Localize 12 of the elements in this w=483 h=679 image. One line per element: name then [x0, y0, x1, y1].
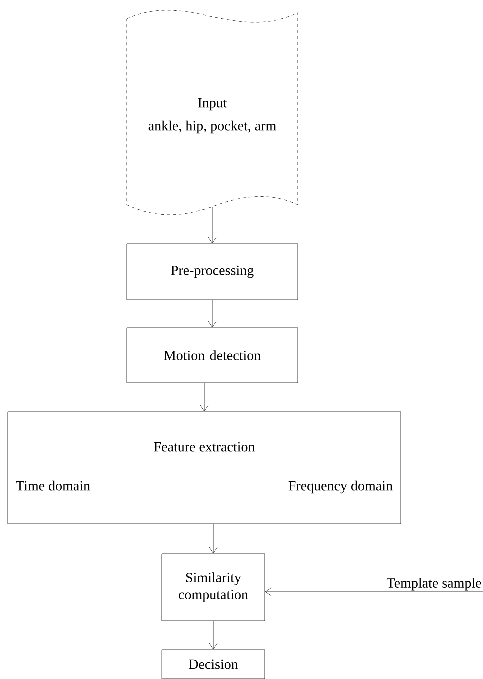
- process-box: Pre-processing: [126, 244, 298, 300]
- process-box: Similarity computation: [162, 554, 266, 622]
- process-box: Decision: [162, 650, 266, 679]
- input-label: Template sample: [387, 578, 482, 591]
- arrow: [265, 588, 483, 596]
- process-box: Feature extraction Time domain Frequency domain: [8, 412, 402, 524]
- arrow: [208, 206, 217, 244]
- arrow: [200, 383, 209, 412]
- arrow: [209, 524, 218, 554]
- arrow: [208, 300, 217, 328]
- arrow: [209, 621, 218, 650]
- process-box: Motion detection: [126, 328, 298, 384]
